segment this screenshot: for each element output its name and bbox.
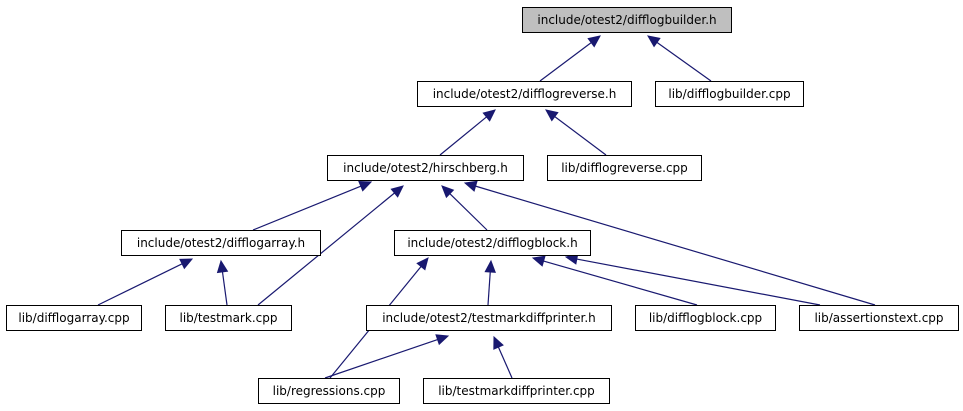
edge-n11-n3	[463, 180, 876, 306]
edge-n12-n9	[324, 334, 450, 379]
edge-n8-n5	[216, 259, 229, 306]
edge-line	[252, 185, 362, 231]
node-box	[6, 305, 142, 331]
node-box	[366, 305, 612, 331]
arrowhead	[435, 334, 450, 346]
arrowhead	[441, 185, 455, 199]
edge-line	[656, 41, 712, 82]
edge-n13-n9	[493, 335, 513, 379]
arrowhead	[482, 109, 496, 122]
node-box	[522, 7, 732, 33]
edge-line	[539, 42, 592, 82]
node-label: lib/difflogblock.cpp	[649, 311, 762, 325]
graph-node[interactable]: include/otest2/difflogarray.h	[121, 230, 321, 256]
node-box	[547, 155, 702, 181]
node-box	[121, 230, 321, 256]
node-box	[258, 378, 400, 404]
edge-line	[324, 338, 438, 379]
node-box	[165, 305, 292, 331]
edge-n5-n3	[252, 180, 373, 231]
graph-node[interactable]: include/otest2/testmarkdiffprinter.h	[366, 305, 612, 331]
node-box	[423, 378, 610, 404]
node-label: lib/testmarkdiffprinter.cpp	[438, 384, 595, 398]
graph-node[interactable]: include/otest2/hirschberg.h	[327, 155, 524, 181]
arrowhead	[416, 257, 429, 271]
node-label: lib/regressions.cpp	[273, 384, 386, 398]
node-label: include/otest2/testmarkdiffprinter.h	[382, 311, 596, 325]
edge-n8-n3	[257, 185, 404, 306]
edge-line	[475, 185, 876, 306]
edges-layer	[97, 35, 876, 379]
node-box	[327, 155, 524, 181]
node-box	[635, 305, 776, 331]
arrowhead	[216, 259, 229, 274]
arrowhead	[484, 259, 496, 273]
edge-n7-n5	[97, 258, 194, 306]
node-box	[394, 230, 591, 256]
edge-n9-n6	[484, 259, 496, 306]
arrowhead	[531, 255, 546, 267]
arrowhead	[545, 109, 559, 122]
node-label: lib/difflogarray.cpp	[18, 311, 129, 325]
edge-line	[97, 263, 183, 306]
graph-node[interactable]: lib/regressions.cpp	[258, 378, 400, 404]
node-label: include/otest2/hirschberg.h	[343, 161, 508, 175]
node-label: include/otest2/difflogblock.h	[407, 236, 577, 250]
edge-n2-n0	[647, 35, 712, 82]
graph-node[interactable]: lib/testmark.cpp	[165, 305, 292, 331]
arrowhead	[647, 35, 661, 48]
arrowhead	[493, 335, 504, 350]
graph-node[interactable]: include/otest2/difflogblock.h	[394, 230, 591, 256]
node-label: lib/assertionstext.cpp	[814, 311, 943, 325]
edge-line	[497, 346, 513, 379]
edge-line	[543, 260, 698, 306]
edge-n1-n0	[539, 35, 601, 82]
graph-node: include/otest2/difflogbuilder.h	[522, 7, 732, 33]
arrowhead	[463, 180, 478, 192]
graph-node[interactable]: lib/difflogblock.cpp	[635, 305, 776, 331]
edge-n11-n6	[564, 253, 821, 306]
graph-node[interactable]: lib/difflogbuilder.cpp	[655, 81, 804, 107]
arrowhead	[179, 258, 194, 270]
node-label: lib/difflogbuilder.cpp	[668, 87, 790, 101]
graph-node[interactable]: lib/testmarkdiffprinter.cpp	[423, 378, 610, 404]
nodes-layer: include/otest2/difflogbuilder.h include/o…	[6, 7, 959, 404]
edge-line	[487, 271, 491, 306]
edge-n4-n1	[545, 109, 607, 156]
edge-line	[221, 271, 228, 306]
graph-node[interactable]: include/otest2/difflogreverse.h	[417, 81, 632, 107]
node-label: include/otest2/difflogbuilder.h	[537, 13, 716, 27]
edge-line	[576, 258, 821, 306]
edge-n6-n3	[441, 185, 488, 231]
node-label: lib/testmark.cpp	[180, 311, 278, 325]
edge-line	[449, 193, 488, 231]
edge-line	[257, 192, 395, 306]
arrowhead	[587, 35, 601, 48]
arrowhead	[358, 180, 373, 192]
edge-n3-n1	[439, 109, 496, 156]
node-label: lib/difflogreverse.cpp	[561, 161, 688, 175]
edge-n10-n6	[531, 255, 698, 306]
node-box	[417, 81, 632, 107]
node-box	[655, 81, 804, 107]
edge-line	[439, 116, 487, 156]
node-box	[799, 305, 959, 331]
graph-node[interactable]: lib/assertionstext.cpp	[799, 305, 959, 331]
graph-node[interactable]: lib/difflogarray.cpp	[6, 305, 142, 331]
arrowhead	[390, 185, 404, 198]
edge-line	[554, 116, 607, 156]
node-label: include/otest2/difflogarray.h	[137, 236, 305, 250]
graph-node[interactable]: lib/difflogreverse.cpp	[547, 155, 702, 181]
node-label: include/otest2/difflogreverse.h	[433, 87, 617, 101]
